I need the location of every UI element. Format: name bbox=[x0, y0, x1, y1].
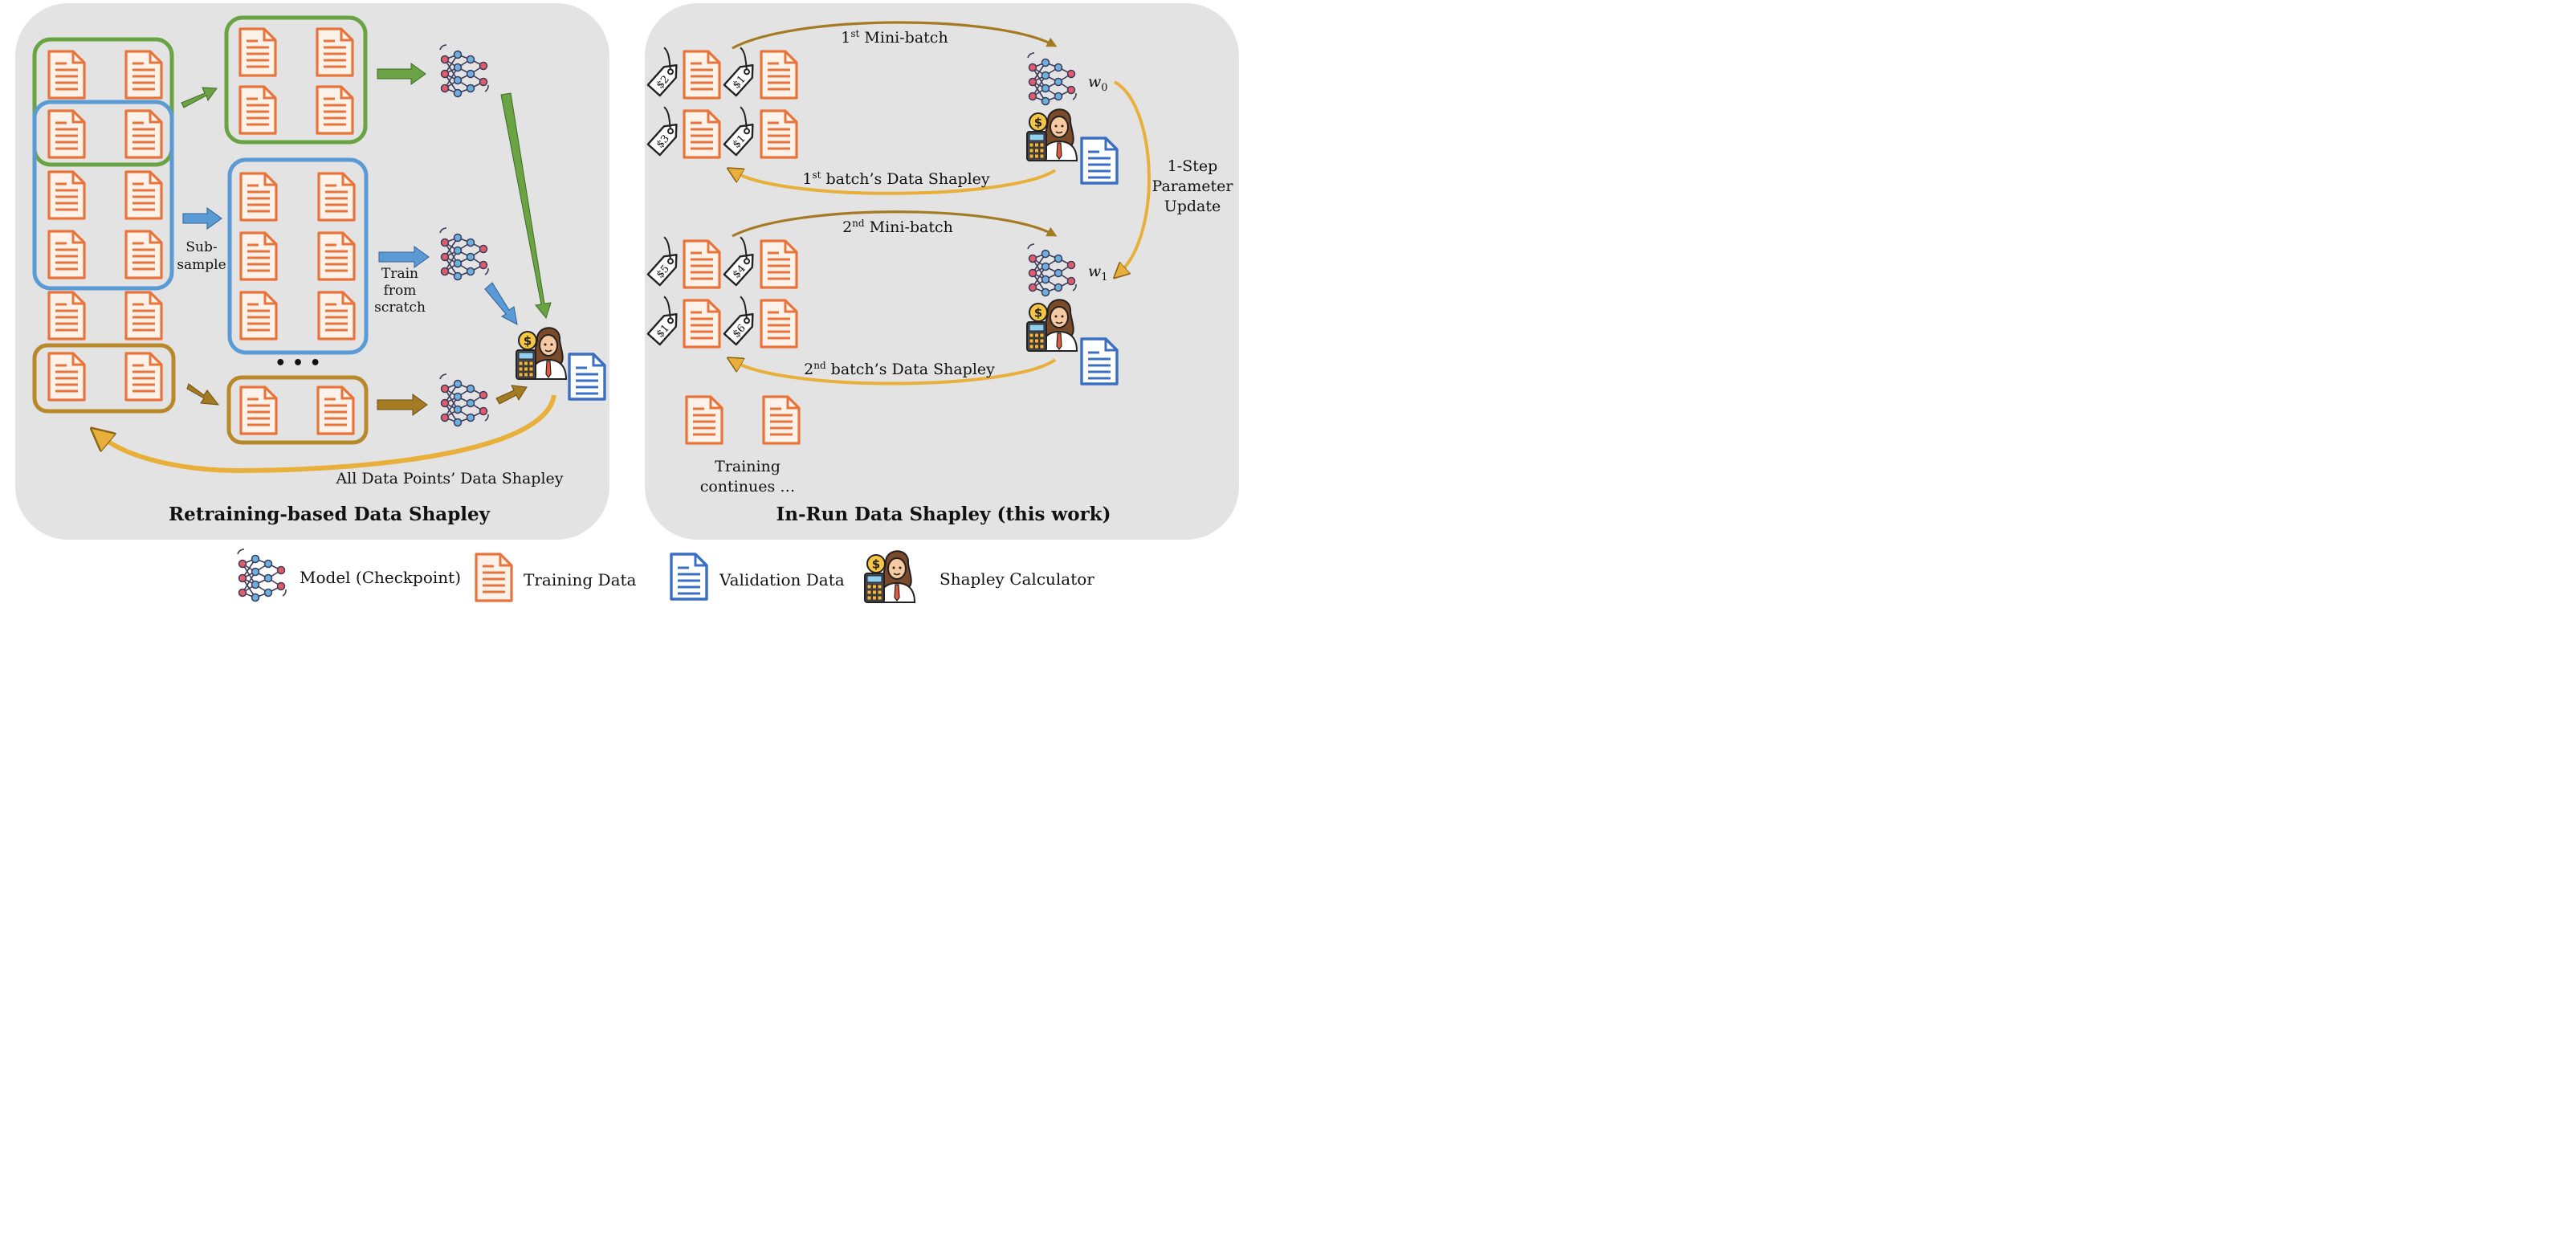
update-label-line1: 1-Step bbox=[1168, 157, 1218, 175]
validation-doc-icon bbox=[1080, 337, 1119, 385]
ellipsis: • • • bbox=[275, 353, 321, 373]
green-subset-box bbox=[32, 37, 174, 167]
batch1-shapley-arrow bbox=[734, 170, 1057, 195]
brown-eval-arrow bbox=[495, 385, 528, 405]
weight-w0: w0 bbox=[1088, 73, 1108, 94]
batch2-minibatch-arrow bbox=[732, 210, 1058, 238]
legend-label-calculator: Shapley Calculator bbox=[940, 569, 1094, 589]
green-subset bbox=[224, 15, 368, 145]
batch1-shapley-label: 1st batch’s Data Shapley bbox=[802, 169, 990, 188]
calculator-person-icon bbox=[516, 327, 567, 380]
subsample-label-line1: Sub- bbox=[185, 239, 217, 255]
batch2-data: $5 $4 $1 $6 bbox=[637, 236, 798, 349]
blue-subsample-arrow bbox=[182, 207, 222, 230]
green-train-arrow bbox=[377, 63, 426, 85]
green-eval-arrow bbox=[500, 92, 552, 320]
validation-doc-icon bbox=[568, 353, 606, 401]
brown-subset-box bbox=[32, 343, 176, 414]
train-label-line3: scratch bbox=[374, 300, 426, 316]
green-subsample-arrow bbox=[181, 87, 218, 108]
left-panel-title: Retraining-based Data Shapley bbox=[169, 504, 491, 525]
batch2-shapley-label: 2nd batch’s Data Shapley bbox=[804, 360, 995, 378]
blue-subset-box bbox=[32, 100, 174, 291]
model-icon bbox=[237, 549, 287, 602]
batch1-minibatch-arrow bbox=[732, 21, 1058, 50]
subsample-label-line2: sample bbox=[177, 257, 226, 273]
brown-subsample-arrow bbox=[186, 383, 220, 406]
continues-label-line2: continues … bbox=[700, 478, 796, 496]
legend-label-model: Model (Checkpoint) bbox=[300, 568, 461, 587]
batch1-data: $2 $1 $3 $1 bbox=[637, 47, 798, 159]
left-panel-bg bbox=[15, 3, 609, 540]
blue-train-arrow bbox=[378, 246, 430, 268]
blue-eval-arrow bbox=[484, 282, 518, 325]
legend: Model (Checkpoint) Training Data Validat… bbox=[237, 549, 1094, 603]
brown-train-arrow bbox=[377, 394, 428, 416]
update-label-line3: Update bbox=[1164, 198, 1221, 215]
calculator-person-icon bbox=[1026, 299, 1078, 352]
blue-subset bbox=[227, 157, 369, 355]
parameter-update-arrow bbox=[1115, 80, 1151, 273]
feedback-label: All Data Points’ Data Shapley bbox=[335, 470, 563, 487]
update-label-line2: Parameter bbox=[1152, 177, 1234, 195]
brown-subset bbox=[226, 375, 369, 445]
diagram-root: $ Sub- sample bbox=[0, 0, 1251, 606]
validation-doc-icon bbox=[1080, 137, 1119, 185]
weight-w1: w1 bbox=[1088, 263, 1108, 283]
right-panel-title: In-Run Data Shapley (this work) bbox=[776, 504, 1111, 525]
diagram-canvas: $ Sub- sample bbox=[15, 3, 1239, 603]
calculator-person-icon bbox=[1026, 108, 1078, 161]
validation-doc-icon bbox=[670, 553, 708, 601]
batch1-minibatch-label: 1st Mini-batch bbox=[841, 28, 948, 47]
batch2-shapley-arrow bbox=[734, 360, 1057, 385]
train-label-line1: Train bbox=[381, 266, 418, 282]
legend-label-training: Training Data bbox=[524, 570, 637, 589]
feedback-arrow bbox=[100, 394, 556, 474]
calculator-person-icon bbox=[864, 550, 915, 603]
train-label-line2: from bbox=[384, 283, 417, 299]
continues-label-line1: Training bbox=[715, 458, 781, 475]
training-doc-icon bbox=[475, 553, 513, 602]
legend-label-validation: Validation Data bbox=[719, 570, 845, 589]
batch2-minibatch-label: 2nd Mini-batch bbox=[842, 218, 953, 236]
